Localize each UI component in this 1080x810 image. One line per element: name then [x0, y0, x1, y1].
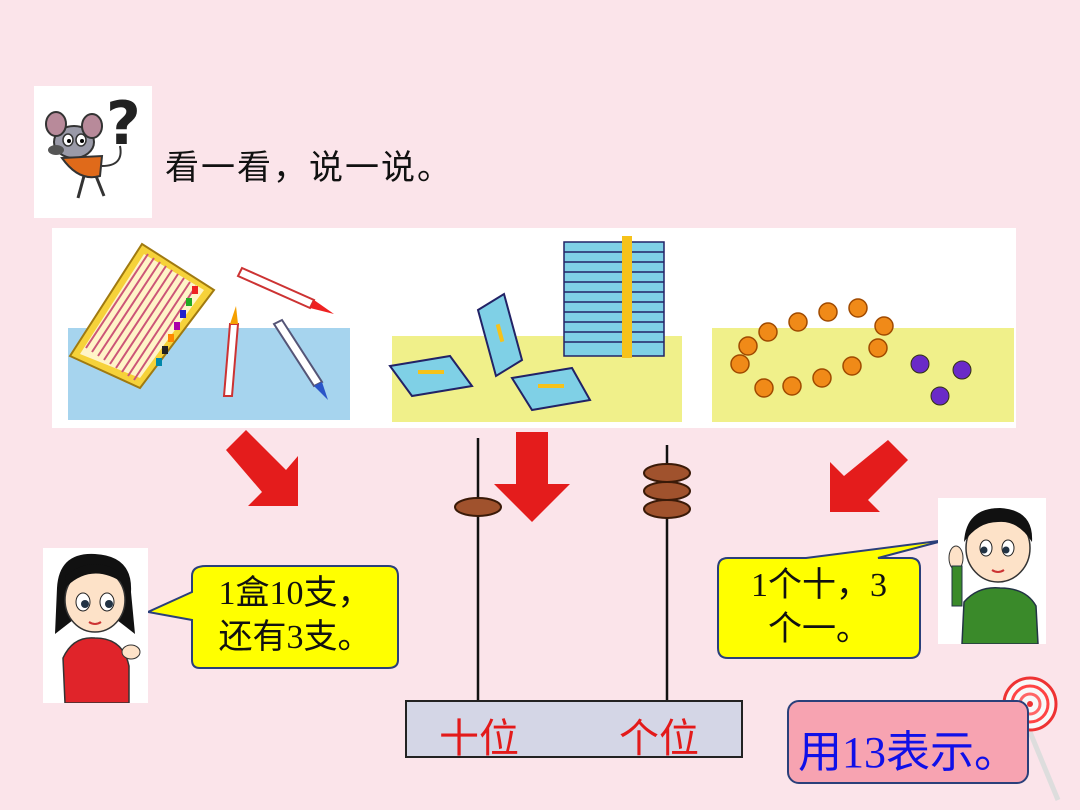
boy-avatar — [938, 498, 1046, 645]
prompt-text: 看一看，说一说。 — [165, 148, 453, 188]
arrow-center-icon — [494, 432, 570, 522]
crayons-illustration — [68, 242, 350, 420]
abacus-bead — [643, 463, 691, 483]
girl-callout-line-1: 1盒10支， — [218, 575, 372, 612]
abacus-bead — [643, 481, 691, 501]
svg-text:?: ? — [106, 89, 141, 159]
boy-callout-line-2: 个一。 — [768, 611, 870, 648]
abacus-bead — [454, 497, 502, 517]
boy-callout-shape — [717, 539, 947, 659]
place-value-box: 十位 个位 — [405, 700, 743, 762]
arrow-right-icon — [830, 440, 908, 512]
abacus-beads-tens — [454, 497, 502, 517]
abacus-beads-ones — [643, 463, 691, 519]
beads-illustration — [712, 298, 1014, 422]
mouse-question-card: ? — [34, 86, 152, 218]
girl-callout-shape — [144, 565, 399, 669]
arrow-left-icon — [226, 430, 298, 506]
books-illustration — [388, 236, 682, 422]
ones-place-label: 个位 — [619, 716, 699, 762]
result-box: 用13表示。 — [787, 700, 1029, 784]
girl-callout-line-2: 还有3支。 — [218, 619, 372, 656]
girl-avatar — [43, 548, 148, 704]
boy-callout: 1个十，3 个一。 — [720, 564, 918, 652]
mouse-question-icon: ? — [45, 89, 141, 199]
result-text: 用13表示。 — [798, 728, 1018, 777]
abacus-bead — [643, 499, 691, 519]
boy-callout-line-1: 1个十，3 — [751, 567, 887, 604]
girl-callout: 1盒10支， 还有3支。 — [194, 572, 396, 660]
illustration-strip — [52, 228, 1016, 428]
tens-place-label: 十位 — [439, 716, 519, 762]
